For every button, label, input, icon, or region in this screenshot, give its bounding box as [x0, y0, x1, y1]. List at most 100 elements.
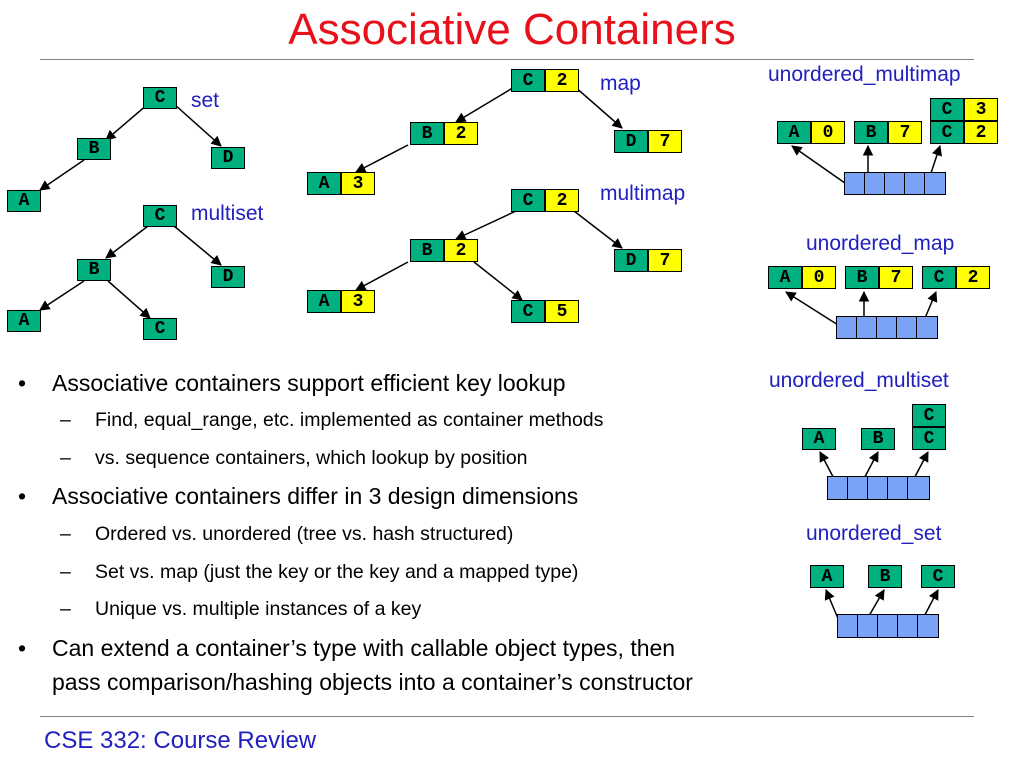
sub-bullet-1-1: –Find, equal_range, etc. implemented as …: [60, 409, 604, 431]
map-node-a-key: A: [307, 172, 341, 195]
bullet-1: •Associative containers support efficien…: [18, 370, 566, 396]
edge-set-b-a: [39, 159, 85, 191]
sub-bullet-2-1: –Ordered vs. unordered (tree vs. hash st…: [60, 523, 514, 545]
um-entry-a-value: 0: [802, 266, 836, 289]
umm-entry-c1-key: C: [930, 98, 964, 121]
edge-map-c-d: [573, 85, 623, 129]
um-entry-a-key: A: [768, 266, 802, 289]
caption-unordered-set: unordered_set: [806, 522, 942, 545]
umm-entry-c1-value: 3: [964, 98, 998, 121]
um-bucket: [856, 316, 877, 339]
edge-mmap-b-c: [473, 261, 523, 301]
caption-multimap: multimap: [600, 182, 686, 205]
umm-bucket: [844, 172, 865, 195]
edge-umm-a: [791, 145, 853, 189]
edge-mmap-c-d: [573, 210, 623, 249]
um-entry-b-key: B: [845, 266, 879, 289]
multimap-node-a-key: A: [307, 290, 341, 313]
ums-entry-c2: C: [912, 427, 946, 450]
sub-bullet-2-3: –Unique vs. multiple instances of a key: [60, 598, 422, 620]
multimap-node-c-key: C: [511, 189, 545, 212]
edge-set-c-b: [105, 103, 149, 141]
ums-entry-a: A: [802, 428, 836, 450]
footer-divider: [40, 716, 974, 717]
um-bucket: [896, 316, 917, 339]
um-entry-c-key: C: [922, 266, 956, 289]
map-node-b-value: 2: [444, 122, 478, 145]
umm-bucket: [904, 172, 925, 195]
map-node-c-value: 2: [545, 69, 579, 92]
edge-mset-c-d: [173, 225, 222, 266]
caption-unordered-map: unordered_map: [806, 232, 955, 255]
ums-bucket: [907, 476, 930, 500]
set-node-d: D: [211, 147, 245, 169]
sub-bullet-text: Set vs. map (just the key or the key and…: [95, 561, 579, 583]
caption-map: map: [600, 72, 641, 95]
um-entry-c-value: 2: [956, 266, 990, 289]
sub-bullet-text: vs. sequence containers, which lookup by…: [95, 447, 528, 469]
footer-text: CSE 332: Course Review: [44, 727, 317, 754]
multimap-node-c-value: 2: [545, 189, 579, 212]
um-entry-b-value: 7: [879, 266, 913, 289]
bullet-1-text: Associative containers support efficient…: [52, 370, 566, 396]
multiset-node-d: D: [211, 266, 245, 288]
umm-bucket: [864, 172, 885, 195]
edge-mset-b-c: [107, 280, 151, 319]
sub-bullet-2-2: –Set vs. map (just the key or the key an…: [60, 561, 579, 583]
sub-bullet-text: Ordered vs. unordered (tree vs. hash str…: [95, 523, 514, 545]
us-entry-b: B: [868, 565, 902, 588]
um-bucket: [916, 316, 938, 339]
multimap-node-d-key: D: [614, 249, 648, 272]
title-divider: [40, 59, 974, 60]
umm-entry-a-value: 0: [811, 121, 845, 144]
umm-bucket: [924, 172, 946, 195]
umm-entry-c2-value: 2: [964, 121, 998, 144]
multiset-node-c: C: [143, 205, 177, 227]
multimap-node-c2-value: 5: [545, 300, 579, 323]
set-node-c: C: [143, 87, 177, 109]
caption-set: set: [191, 89, 220, 112]
caption-unordered-multiset: unordered_multiset: [769, 369, 949, 392]
set-node-a: A: [7, 190, 41, 212]
map-node-a-value: 3: [341, 172, 375, 195]
multimap-node-b-value: 2: [444, 239, 478, 262]
multiset-node-c2: C: [143, 318, 177, 340]
edge-mset-b-a: [39, 280, 85, 311]
bullet-3: •Can extend a container’s type with call…: [18, 635, 676, 661]
caption-unordered-multimap: unordered_multimap: [768, 63, 961, 86]
multimap-node-d-value: 7: [648, 249, 682, 272]
um-bucket: [876, 316, 897, 339]
sub-bullet-text: Find, equal_range, etc. implemented as c…: [95, 409, 604, 431]
multiset-node-b: B: [77, 259, 111, 281]
bullet-3-line-2: pass comparison/hashing objects into a c…: [52, 669, 693, 695]
umm-entry-b-key: B: [854, 121, 888, 144]
edge-map-c-b: [455, 85, 517, 123]
edge-mmap-b-a: [355, 261, 409, 291]
edge-mset-c-b: [105, 225, 149, 259]
map-node-b-key: B: [410, 122, 444, 145]
multiset-node-a: A: [7, 310, 41, 332]
um-bucket: [836, 316, 857, 339]
map-node-d-key: D: [614, 130, 648, 153]
bullet-3-cont: pass comparison/hashing objects into a c…: [30, 668, 882, 696]
sub-bullet-text: Unique vs. multiple instances of a key: [95, 598, 422, 620]
multimap-node-b-key: B: [410, 239, 444, 262]
set-node-b: B: [77, 138, 111, 160]
edge-map-b-a: [355, 144, 409, 173]
umm-entry-b-value: 7: [888, 121, 922, 144]
map-node-d-value: 7: [648, 130, 682, 153]
ums-entry-c1: C: [912, 404, 946, 427]
slide-title: Associative Containers: [288, 5, 736, 54]
edge-mmap-c-b: [455, 210, 517, 240]
bullet-2: •Associative containers differ in 3 desi…: [18, 483, 579, 509]
multimap-node-a-value: 3: [341, 290, 375, 313]
ums-bucket: [887, 476, 908, 500]
ums-entry-b: B: [861, 428, 895, 450]
sub-bullet-1-2: –vs. sequence containers, which lookup b…: [60, 447, 528, 469]
bullet-3-line-1: Can extend a container’s type with calla…: [52, 635, 676, 661]
umm-entry-a-key: A: [777, 121, 811, 144]
umm-entry-c2-key: C: [930, 121, 964, 144]
edge-set-c-d: [173, 103, 222, 147]
us-bucket: [917, 614, 939, 638]
bullet-2-text: Associative containers differ in 3 desig…: [52, 483, 579, 509]
